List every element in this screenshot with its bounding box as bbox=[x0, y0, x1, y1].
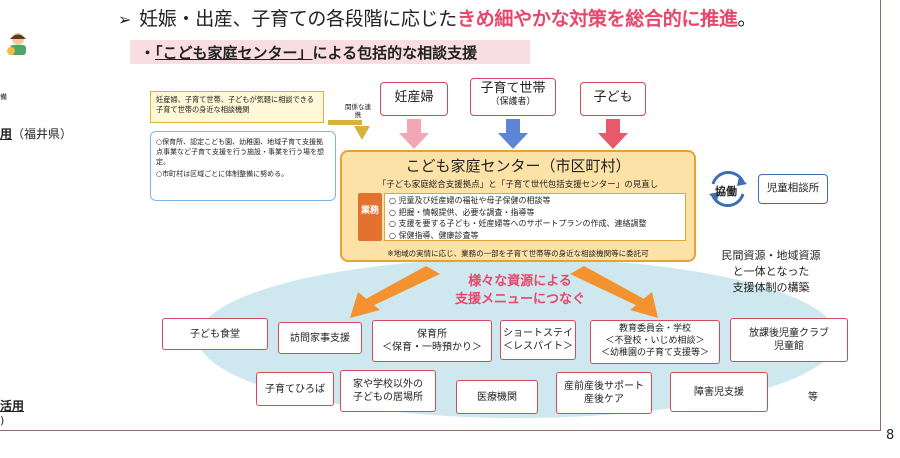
target-child-rearing-households: 子育て世帯 （保護者） bbox=[470, 78, 556, 116]
left-panel-fragment: 備 bbox=[0, 93, 7, 101]
duty-item: ○ 把握・情報提供、必要な調査・指導等 bbox=[389, 207, 535, 217]
resource-home-visit-support: 訪問家事支援 bbox=[278, 322, 362, 354]
left-panel-line: ) bbox=[0, 414, 5, 427]
resource-after-school-club: 放課後児童クラブ 児童館 bbox=[730, 318, 848, 362]
child-guidance-center-box: 児童相談所 bbox=[758, 174, 828, 204]
pink-down-arrow-icon bbox=[399, 119, 429, 149]
blue-down-arrow-icon bbox=[498, 119, 528, 149]
bullet-arrow-icon: ➢ bbox=[118, 10, 132, 29]
center-title: こども家庭センター（市区町村） bbox=[405, 157, 631, 175]
headline: ➢妊娠・出産、子育ての各段階に応じたきめ細やかな対策を総合的に推進。 bbox=[118, 8, 757, 30]
duty-list: ○ 児童及び妊産婦の福祉や母子保健の相談等 ○ 把握・情報提供、必要な調査・指導… bbox=[384, 193, 686, 241]
orange-left-arrow-icon bbox=[350, 266, 440, 318]
resource-nursery: 保育所 ＜保育・一時預かり＞ bbox=[372, 320, 492, 362]
note-item: ○保育所、認定こども園、幼稚園、地域子育て支援拠点事業など子育て支援を行う施設・… bbox=[156, 138, 324, 167]
target-children: 子ども bbox=[580, 82, 646, 116]
subheading: ・「こども家庭センター」による包括的な相談支援 bbox=[130, 40, 530, 64]
orange-right-arrow-icon bbox=[570, 266, 658, 318]
center-note: ※地域の実情に応じ、業務の一部を子育て世帯等の身近な相談機関等に委託可 bbox=[387, 249, 649, 258]
target-pregnant-women: 妊産婦 bbox=[380, 82, 448, 116]
etc-label: 等 bbox=[808, 392, 818, 403]
notes-box: ○保育所、認定こども園、幼稚園、地域子育て支援拠点事業など子育て支援を行う施設・… bbox=[150, 131, 336, 201]
link-label: 関係な連携 bbox=[345, 103, 371, 119]
cycle-arrows-icon bbox=[709, 171, 747, 207]
connect-menu-text: 様々な資源による 支援メニューにつなぐ bbox=[454, 274, 585, 307]
support-system-text: 民間資源・地域資源 と一体となった 支援体制の構築 bbox=[721, 249, 821, 294]
duty-item: ○ 保健指導、健康診査等 bbox=[389, 230, 479, 240]
avatar-illustration bbox=[4, 30, 32, 58]
duty-item: ○ 児童及び妊産婦の福祉や母子保健の相談等 bbox=[389, 196, 551, 205]
page-number: 8 bbox=[886, 428, 895, 443]
cooperation-label: 協働 bbox=[715, 185, 737, 198]
resource-postpartum-care: 産前産後サポート 産後ケア bbox=[556, 372, 652, 414]
down-arrow-icon bbox=[354, 126, 370, 140]
resource-kodomo-shokudo: 子ども食堂 bbox=[162, 318, 268, 350]
center-subtitle: 「子ども家庭総合支援拠点」と「子育て世代包括支援センター」の見直し bbox=[377, 180, 659, 190]
slide-frame bbox=[880, 0, 881, 430]
duty-item: ○ 支援を要する子ども・妊産婦等へのサポートプランの作成、連絡調整 bbox=[389, 219, 647, 228]
resource-short-stay: ショートステイ ＜レスパイト＞ bbox=[500, 320, 576, 360]
duty-tag: 業務 bbox=[358, 193, 382, 241]
spread-arrows bbox=[350, 266, 658, 318]
resource-disabled-children-support: 障害児支援 bbox=[670, 372, 768, 412]
resource-ibasho: 家や学校以外の 子どもの居場所 bbox=[340, 370, 436, 412]
red-down-arrow-icon bbox=[598, 119, 628, 149]
down-arrows bbox=[399, 119, 628, 149]
resource-medical-institutions: 医療機関 bbox=[456, 380, 538, 414]
resource-board-of-education: 教育委員会・学校 ＜不登校・いじめ相談＞ ＜幼稚園の子育て支援等＞ bbox=[590, 320, 720, 364]
note-item: ○市町村は区域ごとに体制整備に努める。 bbox=[156, 170, 289, 179]
slide-frame bbox=[0, 430, 881, 431]
left-panel-line: 用（福井県） bbox=[0, 127, 73, 141]
connector-line bbox=[328, 120, 362, 125]
left-panel-line: 活用 bbox=[0, 399, 25, 413]
resource-kosodate-hiroba: 子育てひろば bbox=[256, 372, 334, 406]
definition-box: 妊産婦、子育て世帯、子どもが気軽に相談できる子育て世帯の身近な相談機関 bbox=[150, 91, 324, 123]
